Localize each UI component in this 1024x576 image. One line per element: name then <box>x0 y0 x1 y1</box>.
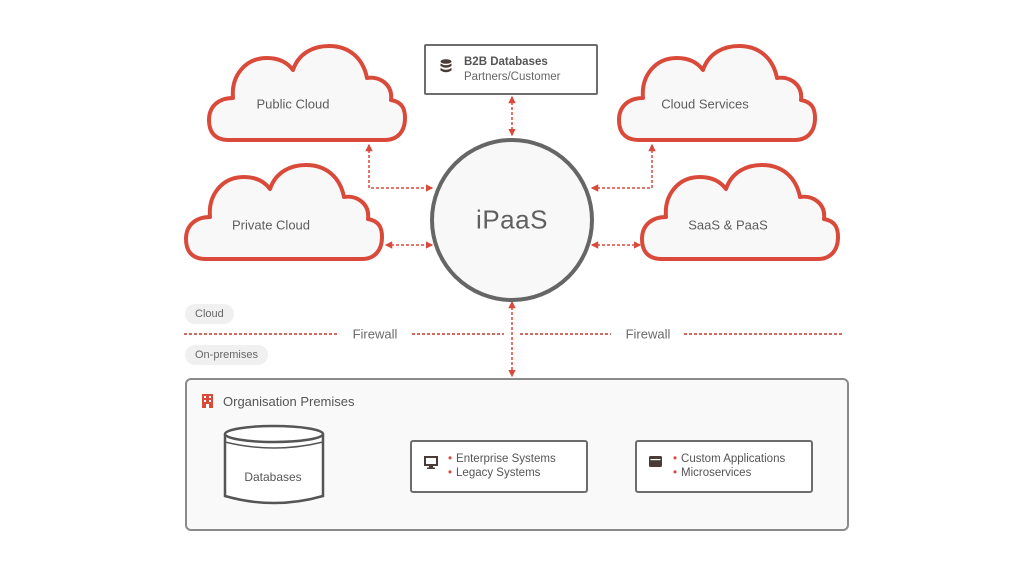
cloud-private <box>184 163 384 261</box>
cloud-public <box>207 44 407 142</box>
app-window-icon <box>649 456 662 467</box>
b2b-databases-box: B2B Databases Partners/Customer <box>424 44 598 95</box>
custom-applications-box: Custom Applications Microservices <box>635 440 813 493</box>
connector-cloud-services <box>590 143 656 192</box>
custom-item: Custom Applications <box>673 452 785 466</box>
custom-item: Microservices <box>673 466 785 480</box>
enterprise-systems-box: Enterprise Systems Legacy Systems <box>410 440 588 493</box>
databases-cylinder <box>223 424 325 505</box>
cloud-label-services: Cloud Services <box>661 96 749 112</box>
databases-label: Databases <box>244 470 302 484</box>
enterprise-item: Enterprise Systems <box>448 452 556 466</box>
firewall-label-left: Firewall <box>352 326 398 342</box>
premises-title: Organisation Premises <box>223 394 355 409</box>
cloud-saas-paas <box>640 163 840 261</box>
database-icon <box>440 59 452 73</box>
enterprise-item: Legacy Systems <box>448 466 556 480</box>
b2b-title: B2B Databases <box>464 56 548 68</box>
monitor-icon <box>424 456 438 469</box>
zone-on-premises-pill: On-premises <box>185 345 268 365</box>
zone-cloud-pill: Cloud <box>185 304 234 324</box>
building-icon <box>202 394 213 408</box>
ipaas-label: iPaaS <box>476 204 548 235</box>
cloud-label-saas-paas: SaaS & PaaS <box>688 217 768 233</box>
cloud-label-public: Public Cloud <box>256 96 330 112</box>
firewall-label-right: Firewall <box>625 326 671 342</box>
connector-public-cloud <box>365 143 434 192</box>
b2b-subtitle: Partners/Customer <box>464 71 561 83</box>
cloud-label-private: Private Cloud <box>231 217 311 233</box>
ipaas-hub <box>430 138 594 302</box>
cloud-services <box>617 44 817 142</box>
